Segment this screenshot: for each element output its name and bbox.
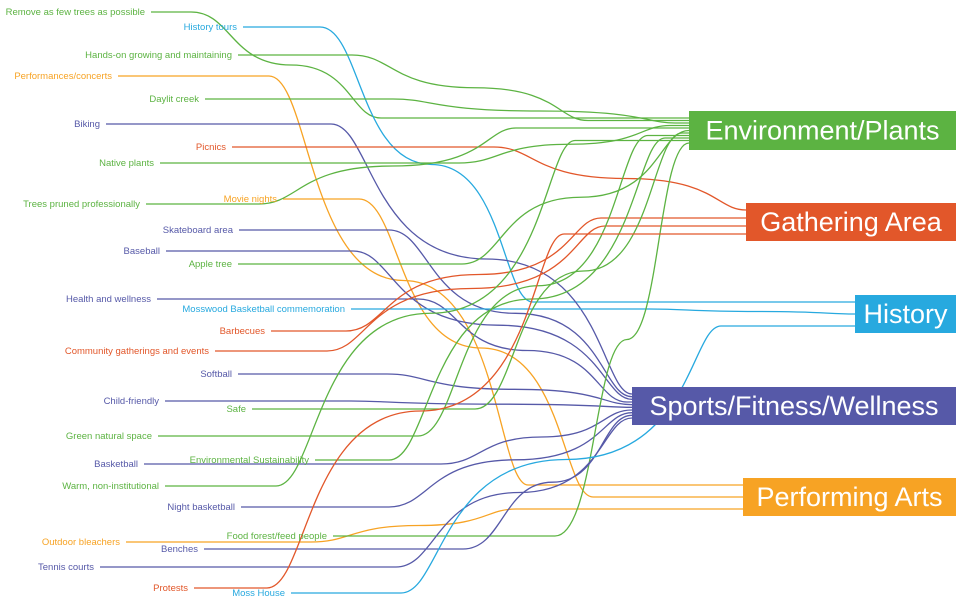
item-label-biking: Biking: [74, 119, 100, 130]
link-skateboard-area: [239, 229, 633, 398]
link-outdoor-bleachers: [126, 508, 743, 543]
link-mosswood-basketball-commemoration: [351, 308, 856, 315]
item-label-native-plants: Native plants: [99, 158, 154, 169]
item-label-daylit-creek: Daylit creek: [149, 94, 199, 105]
item-label-health-and-wellness: Health and wellness: [66, 294, 151, 305]
link-child-friendly: [165, 400, 633, 408]
link-moss-house: [291, 325, 855, 594]
item-label-child-friendly: Child-friendly: [104, 396, 160, 407]
link-benches: [204, 414, 633, 550]
item-label-movie-nights: Movie nights: [224, 194, 278, 205]
item-label-basketball: Basketball: [94, 459, 138, 470]
category-box-environment-plants: [689, 111, 956, 150]
link-remove-as-few-trees-as-possible: [151, 11, 689, 119]
link-daylit-creek: [205, 98, 689, 124]
category-label-gathering-area: Gathering Area: [760, 207, 943, 237]
link-history-tours: [243, 26, 855, 303]
link-movie-nights: [283, 198, 743, 498]
item-label-history-tours: History tours: [184, 22, 238, 33]
item-label-hands-on-growing-and-maintaining: Hands-on growing and maintaining: [85, 50, 232, 61]
item-label-skateboard-area: Skateboard area: [163, 225, 234, 236]
link-community-gatherings-and-events: [215, 225, 746, 352]
item-label-environmental-sustainability: Environmental Sustainability: [190, 455, 310, 466]
category-environment-plants: Environment/Plants: [689, 111, 956, 150]
link-hands-on-growing-and-maintaining: [238, 54, 689, 122]
item-label-remove-as-few-trees-as-possible: Remove as few trees as possible: [6, 7, 145, 18]
item-label-mosswood-basketball-commemoration: Mosswood Basketball commemoration: [182, 304, 345, 315]
link-baseball: [166, 250, 633, 400]
link-tennis-courts: [100, 417, 633, 568]
item-label-performances-concerts: Performances/concerts: [14, 71, 112, 82]
item-label-safe: Safe: [226, 404, 246, 415]
category-label-performing-arts: Performing Arts: [756, 482, 942, 512]
category-performing-arts: Performing Arts: [743, 478, 956, 516]
link-trees-pruned-professionally: [146, 127, 689, 205]
link-green-natural-space: [158, 134, 689, 437]
item-label-outdoor-bleachers: Outdoor bleachers: [42, 537, 120, 548]
category-box-sports-fitness-wellness: [632, 387, 956, 425]
item-label-apple-tree: Apple tree: [189, 259, 232, 270]
item-label-community-gatherings-and-events: Community gatherings and events: [65, 346, 209, 357]
link-health-and-wellness: [157, 298, 632, 403]
item-label-food-forest-feed-people: Food forest/feed people: [227, 531, 327, 542]
category-box-gathering-area: [746, 203, 956, 241]
link-warm-non-institutional: [165, 139, 689, 487]
item-label-baseball: Baseball: [124, 246, 160, 257]
item-label-trees-pruned-professionally: Trees pruned professionally: [23, 199, 140, 210]
item-label-green-natural-space: Green natural space: [66, 431, 152, 442]
link-layer: [100, 11, 856, 594]
category-label-history: History: [863, 299, 948, 329]
category-sports-fitness-wellness: Sports/Fitness/Wellness: [632, 387, 956, 425]
item-label-protests: Protests: [153, 583, 188, 594]
link-food-forest-feed-people: [333, 142, 690, 537]
item-label-picnics: Picnics: [196, 142, 226, 153]
item-label-tennis-courts: Tennis courts: [38, 562, 94, 573]
link-picnics: [232, 146, 747, 211]
link-basketball: [144, 409, 633, 465]
link-barbecues: [271, 217, 746, 332]
category-label-sports-fitness-wellness: Sports/Fitness/Wellness: [649, 391, 938, 421]
item-label-benches: Benches: [161, 544, 198, 555]
link-night-basketball: [241, 412, 633, 508]
category-box-history: [855, 295, 956, 333]
link-softball: [238, 373, 633, 406]
category-gathering-area: Gathering Area: [746, 203, 956, 241]
link-native-plants: [160, 124, 689, 164]
item-label-softball: Softball: [200, 369, 232, 380]
item-label-night-basketball: Night basketball: [167, 502, 235, 513]
category-history: History: [855, 295, 956, 333]
link-protests: [194, 233, 746, 589]
link-safe: [252, 132, 689, 410]
link-apple-tree: [238, 129, 690, 265]
item-label-warm-non-institutional: Warm, non-institutional: [62, 481, 159, 492]
item-label-barbecues: Barbecues: [220, 326, 266, 337]
link-performances-concerts: [118, 75, 743, 486]
item-label-moss-house: Moss House: [232, 588, 285, 599]
category-label-environment-plants: Environment/Plants: [705, 116, 939, 146]
category-box-performing-arts: [743, 478, 956, 516]
